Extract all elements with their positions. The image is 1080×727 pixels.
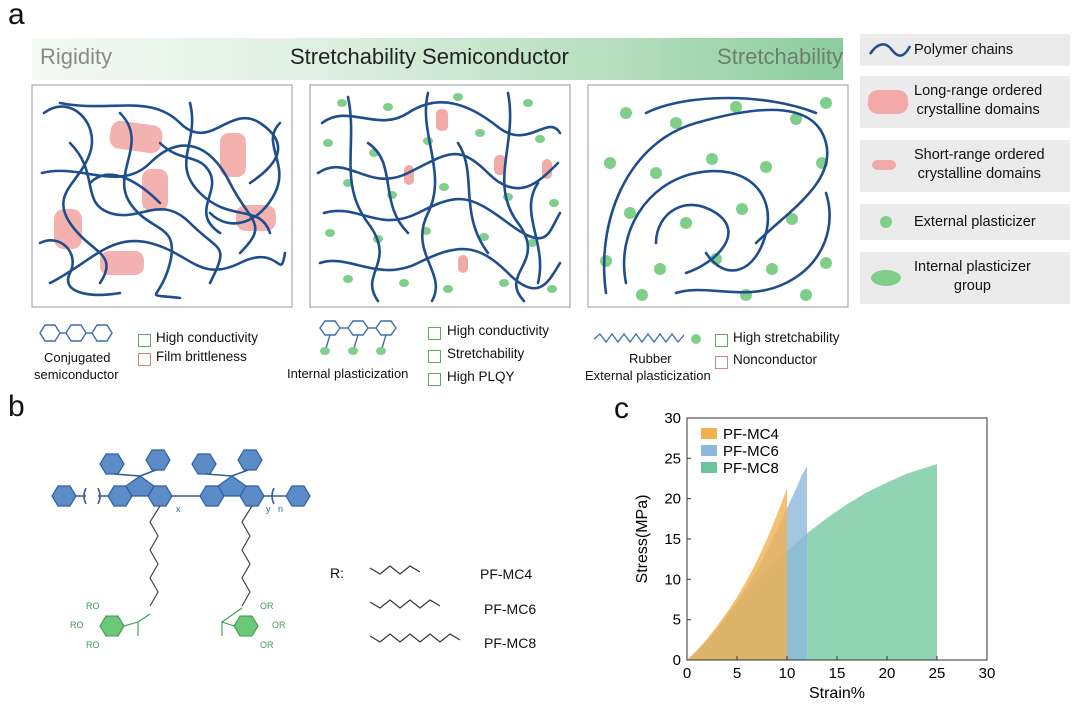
column2-feature-2: Stretchability (447, 346, 525, 361)
column1-feature-2: Film brittleness (156, 349, 247, 364)
y-axis-label: Stress(MPa) (634, 495, 651, 584)
morphology-schematics (31, 84, 849, 308)
column3-name: Rubber (629, 351, 672, 366)
stress-strain-chart: 0 5 10 15 20 25 30 0 5 10 15 20 25 30 PF-MC4PF-MC6PF-… (634, 412, 996, 702)
x-tick-label: 15 (829, 665, 846, 682)
y-tick-label: 30 (664, 412, 681, 427)
plasticized-chains (316, 91, 562, 303)
legend-label-polymer-chains: Polymer chains (914, 42, 1014, 58)
polymer-chain-icon (868, 43, 912, 57)
fluorene-backbone (51, 449, 311, 507)
external-plasticizers (600, 97, 832, 301)
x-axis-label: Strain% (809, 685, 865, 702)
x-tick-label: 20 (879, 665, 896, 682)
x-tick-label: 0 (683, 665, 691, 682)
series-area-pf-mc4 (687, 488, 787, 660)
legend-swatch-pf-mc4 (701, 428, 717, 439)
column2-feature-1: High conductivity (447, 323, 550, 338)
x-tick-label: 30 (979, 665, 996, 682)
short-range-domain-icon (872, 160, 896, 170)
long-range-domain-icon (868, 90, 908, 114)
or-label: OR (260, 601, 274, 611)
chain-name-mc6: PF-MC6 (484, 601, 537, 617)
subscript-n: n (278, 504, 283, 514)
internal-plasticization-icon (319, 320, 397, 355)
column1-feature-1: High conductivity (156, 330, 259, 345)
legend-label-external-plasticizer: External plasticizer (914, 214, 1036, 230)
cross-icon (138, 353, 151, 366)
y-tick-label: 15 (664, 531, 681, 548)
legend-swatch-pf-mc6 (701, 445, 717, 456)
polymer-structure: x y n RO RO RO OR OR OR (51, 449, 311, 650)
rubber-chains (602, 96, 831, 295)
column1-name-2: semiconductor (34, 367, 119, 382)
check-icon (715, 334, 728, 347)
chain-name-mc8: PF-MC8 (484, 635, 537, 651)
column3-name-2: External plasticization (585, 368, 711, 383)
panel-label-b: b (8, 390, 25, 423)
chain-name-mc4: PF-MC4 (480, 566, 533, 582)
subscript-x: x (176, 504, 181, 514)
internal-plasticizer-groups (323, 93, 559, 293)
x-tick-label: 10 (779, 665, 796, 682)
banner-left-label: Rigidity (40, 44, 113, 69)
ro-label: RO (86, 640, 100, 650)
column2-feature-3: High PLQY (447, 369, 515, 384)
legend-swatch-pf-mc8 (701, 462, 717, 473)
y-tick-label: 0 (673, 652, 681, 669)
panel-label-c: c (614, 392, 629, 425)
conjugated-semiconductor-icon (39, 324, 113, 342)
internal-plasticization-panel (309, 84, 571, 308)
check-icon (428, 373, 441, 386)
column2-name: Internal plasticization (287, 366, 409, 381)
alkyl-chains (369, 565, 461, 643)
alkyl-linkers (149, 505, 253, 607)
y-tick-label: 20 (664, 491, 681, 508)
rigid-panel (31, 84, 293, 308)
panel-label-a: a (8, 0, 25, 31)
short-range-domains (404, 109, 552, 273)
check-icon (138, 334, 151, 347)
legend-polymer-chains: Polymer chains (860, 34, 1070, 66)
legend-label-pf-mc8: PF-MC8 (723, 460, 779, 477)
external-plasticizer-icon (880, 216, 892, 228)
external-plasticization-panel (587, 84, 849, 308)
check-icon (428, 327, 441, 340)
y-tick-label: 25 (664, 450, 681, 467)
x-tick-label: 25 (929, 665, 946, 682)
column3-feature-1: High stretchability (733, 330, 840, 345)
banner-center-label: Stretchability Semiconductor (290, 44, 569, 69)
legend-label-pf-mc6: PF-MC6 (723, 443, 779, 460)
banner-right-label: Stretchability (717, 44, 843, 69)
ro-label: RO (70, 620, 84, 630)
gallate-groups (99, 615, 259, 637)
y-tick-label: 5 (673, 612, 681, 629)
check-icon (428, 350, 441, 363)
rigid-chains (38, 101, 287, 300)
legend-external-plasticizer: External plasticizer (860, 204, 1070, 240)
stretchability-banner: Rigidity Stretchability Semiconductor St… (32, 38, 843, 80)
subscript-y: y (266, 504, 271, 514)
rubber-chain-icon (593, 332, 701, 344)
legend-label-pf-mc4: PF-MC4 (723, 426, 779, 443)
column1-name: Conjugated (44, 350, 111, 365)
cross-icon (715, 356, 728, 369)
or-label: OR (260, 640, 274, 650)
or-label: OR (272, 620, 286, 630)
column3-feature-2: Nonconductor (733, 352, 818, 367)
r-label: R: (330, 565, 344, 581)
internal-plasticizer-icon (871, 270, 901, 286)
ro-label: RO (86, 601, 100, 611)
x-tick-label: 5 (733, 665, 741, 682)
y-tick-label: 10 (664, 571, 681, 588)
